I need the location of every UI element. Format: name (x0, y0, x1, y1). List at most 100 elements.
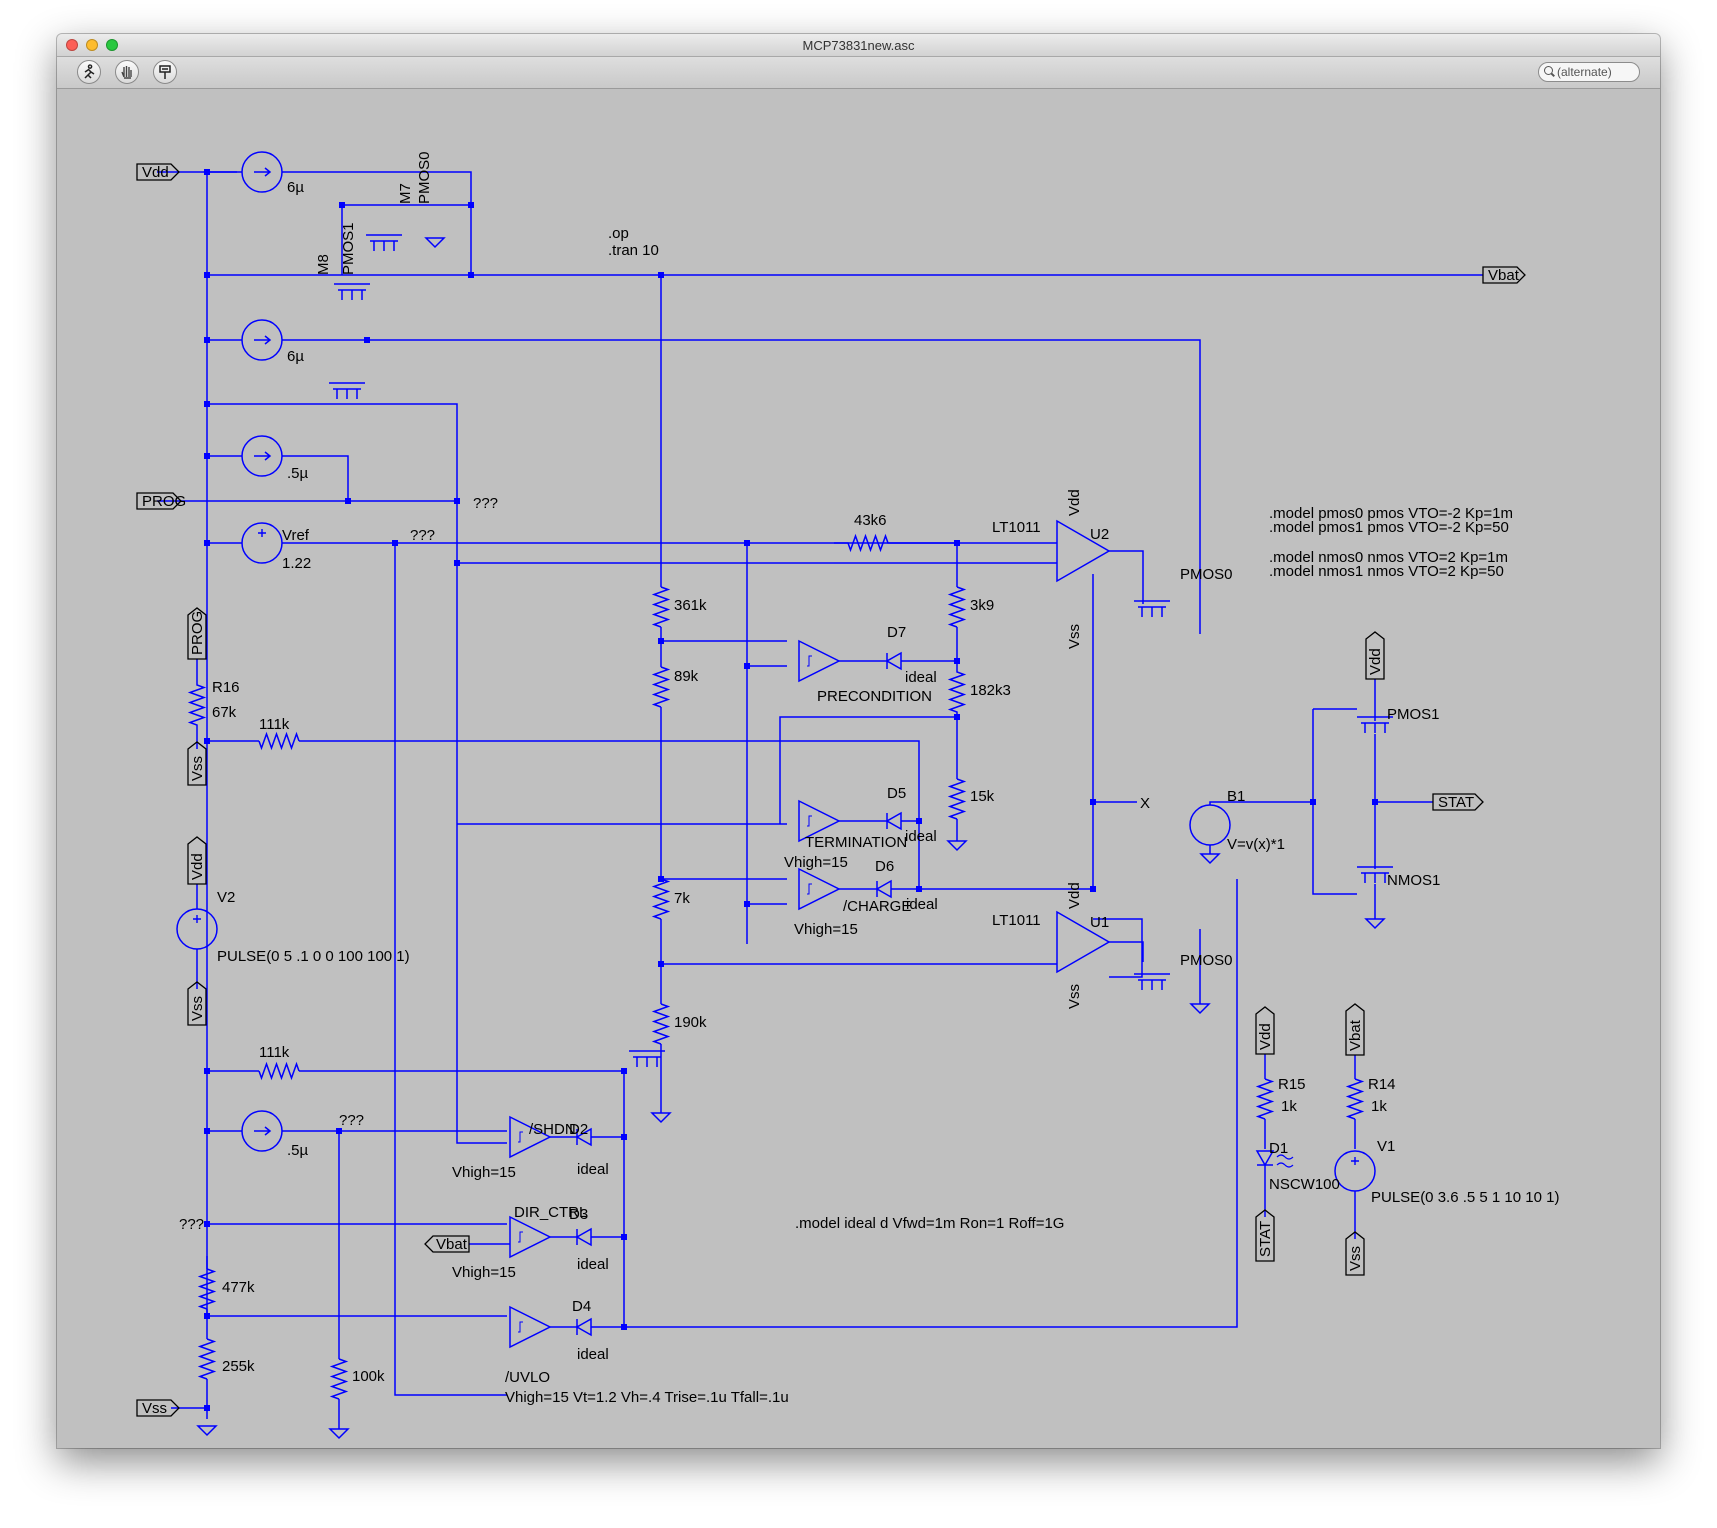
label-stat: STAT (1257, 1221, 1274, 1257)
junction-dot (204, 453, 210, 459)
junction-dot (204, 401, 210, 407)
current-source-arrow (254, 451, 272, 461)
current-source (241, 151, 283, 193)
label-termination: TERMINATION (805, 834, 907, 851)
label-r361k: 361k (674, 597, 707, 614)
wire (591, 879, 1238, 1328)
junction-dot (204, 1128, 210, 1134)
resistor (651, 586, 671, 628)
diode (885, 651, 902, 671)
search-input[interactable]: (alternate) (1538, 62, 1640, 82)
opamp (1056, 519, 1111, 583)
label-r1k: 1k (1371, 1098, 1387, 1115)
label-ideal: ideal (905, 669, 937, 686)
junction-dot (954, 540, 960, 546)
mosfet (1357, 866, 1393, 883)
diode (885, 811, 902, 831)
junction-dot (454, 560, 460, 566)
label-vdd: Vdd (1257, 1023, 1274, 1050)
label-vdd: Vdd (142, 164, 169, 181)
toolbar: (alternate) (57, 57, 1660, 89)
behavioral-source (1189, 804, 1231, 846)
junction-dot (364, 337, 370, 343)
label-charge: /CHARGE (843, 898, 911, 915)
label-vss: Vss (1347, 1246, 1364, 1271)
label-ideal: ideal (906, 896, 938, 913)
label-d3: D3 (569, 1206, 588, 1223)
schmitt-mark (518, 1231, 523, 1243)
label-vhigh: Vhigh=15 (452, 1264, 516, 1281)
label-lt1011: LT1011 (992, 519, 1041, 536)
label-r182k3: 182k3 (970, 682, 1011, 699)
label-vbat: Vbat (1347, 1019, 1364, 1051)
hand-icon[interactable] (115, 60, 139, 84)
mosfet (329, 382, 365, 399)
search-icon (1544, 66, 1553, 75)
net-flag (1345, 1003, 1365, 1056)
led-light-icon (1276, 1154, 1294, 1168)
label-r15: R15 (1278, 1076, 1306, 1093)
junction-dot (744, 901, 750, 907)
probe-icon[interactable] (153, 60, 177, 84)
junction-dot (621, 1234, 627, 1240)
label-tran: .tran 10 (608, 242, 659, 259)
resistor (258, 1061, 300, 1081)
model-line: .model pmos0 pmos VTO=-2 Kp=1m (1269, 505, 1513, 522)
label-pmos1_out: PMOS1 (1387, 706, 1440, 723)
wire (456, 824, 507, 1144)
label-d7: D7 (887, 624, 906, 641)
junction-dot (392, 540, 398, 546)
opamp (1056, 910, 1111, 974)
wire (779, 716, 957, 824)
label-dir_ctrl: DIR_CTRL (514, 1204, 587, 1221)
voltage-source (241, 522, 283, 564)
net-flag (187, 741, 207, 786)
junction-dot (658, 272, 664, 278)
title-bar: MCP73831new.asc (57, 34, 1660, 57)
junction-dot (916, 886, 922, 892)
minimize-button[interactable] (86, 39, 98, 51)
label-vss: Vss (189, 996, 206, 1021)
wire (1312, 709, 1357, 895)
close-button[interactable] (66, 39, 78, 51)
model-line: .model nmos0 nmos VTO=2 Kp=1m (1269, 549, 1508, 566)
junction-dot (621, 1068, 627, 1074)
wire (206, 1309, 507, 1317)
label-shdn: /SHDN (529, 1121, 576, 1138)
resistor (329, 1358, 349, 1400)
label-r477k: 477k (222, 1279, 255, 1296)
label-nscw100: NSCW100 (1269, 1176, 1340, 1193)
label-pmos0: PMOS0 (416, 151, 433, 204)
label-vdd: Vdd (189, 853, 206, 880)
wire (207, 403, 458, 824)
junction-dot (1090, 799, 1096, 805)
schmitt-mark (807, 655, 812, 667)
label-m8: M8 (315, 254, 332, 275)
current-source (241, 319, 283, 361)
model-line: .model pmos1 pmos VTO=-2 Kp=50 (1269, 519, 1509, 536)
label-r67k: 67k (212, 704, 237, 721)
mosfet (334, 283, 370, 300)
label-cs1: 6µ (287, 179, 304, 196)
ground-symbol (1189, 1003, 1211, 1015)
voltage-source-plus (1351, 1157, 1359, 1165)
junction-dot (468, 202, 474, 208)
comparator (798, 799, 841, 843)
run-icon[interactable] (77, 60, 101, 84)
label-vdd: Vdd (1066, 882, 1083, 909)
wire (1109, 941, 1144, 962)
junction-dot (454, 498, 460, 504)
net-flag (1432, 793, 1484, 811)
wire (282, 171, 472, 275)
ground-symbol (650, 1112, 672, 1124)
label-r100k: 100k (352, 1368, 385, 1385)
label-r15k: 15k (970, 788, 995, 805)
label-d2: D2 (569, 1121, 588, 1138)
label-nmos1_out: NMOS1 (1387, 872, 1440, 889)
zoom-button[interactable] (106, 39, 118, 51)
label-r89k: 89k (674, 668, 699, 685)
resistor (197, 1268, 217, 1310)
junction-dot (204, 738, 210, 744)
